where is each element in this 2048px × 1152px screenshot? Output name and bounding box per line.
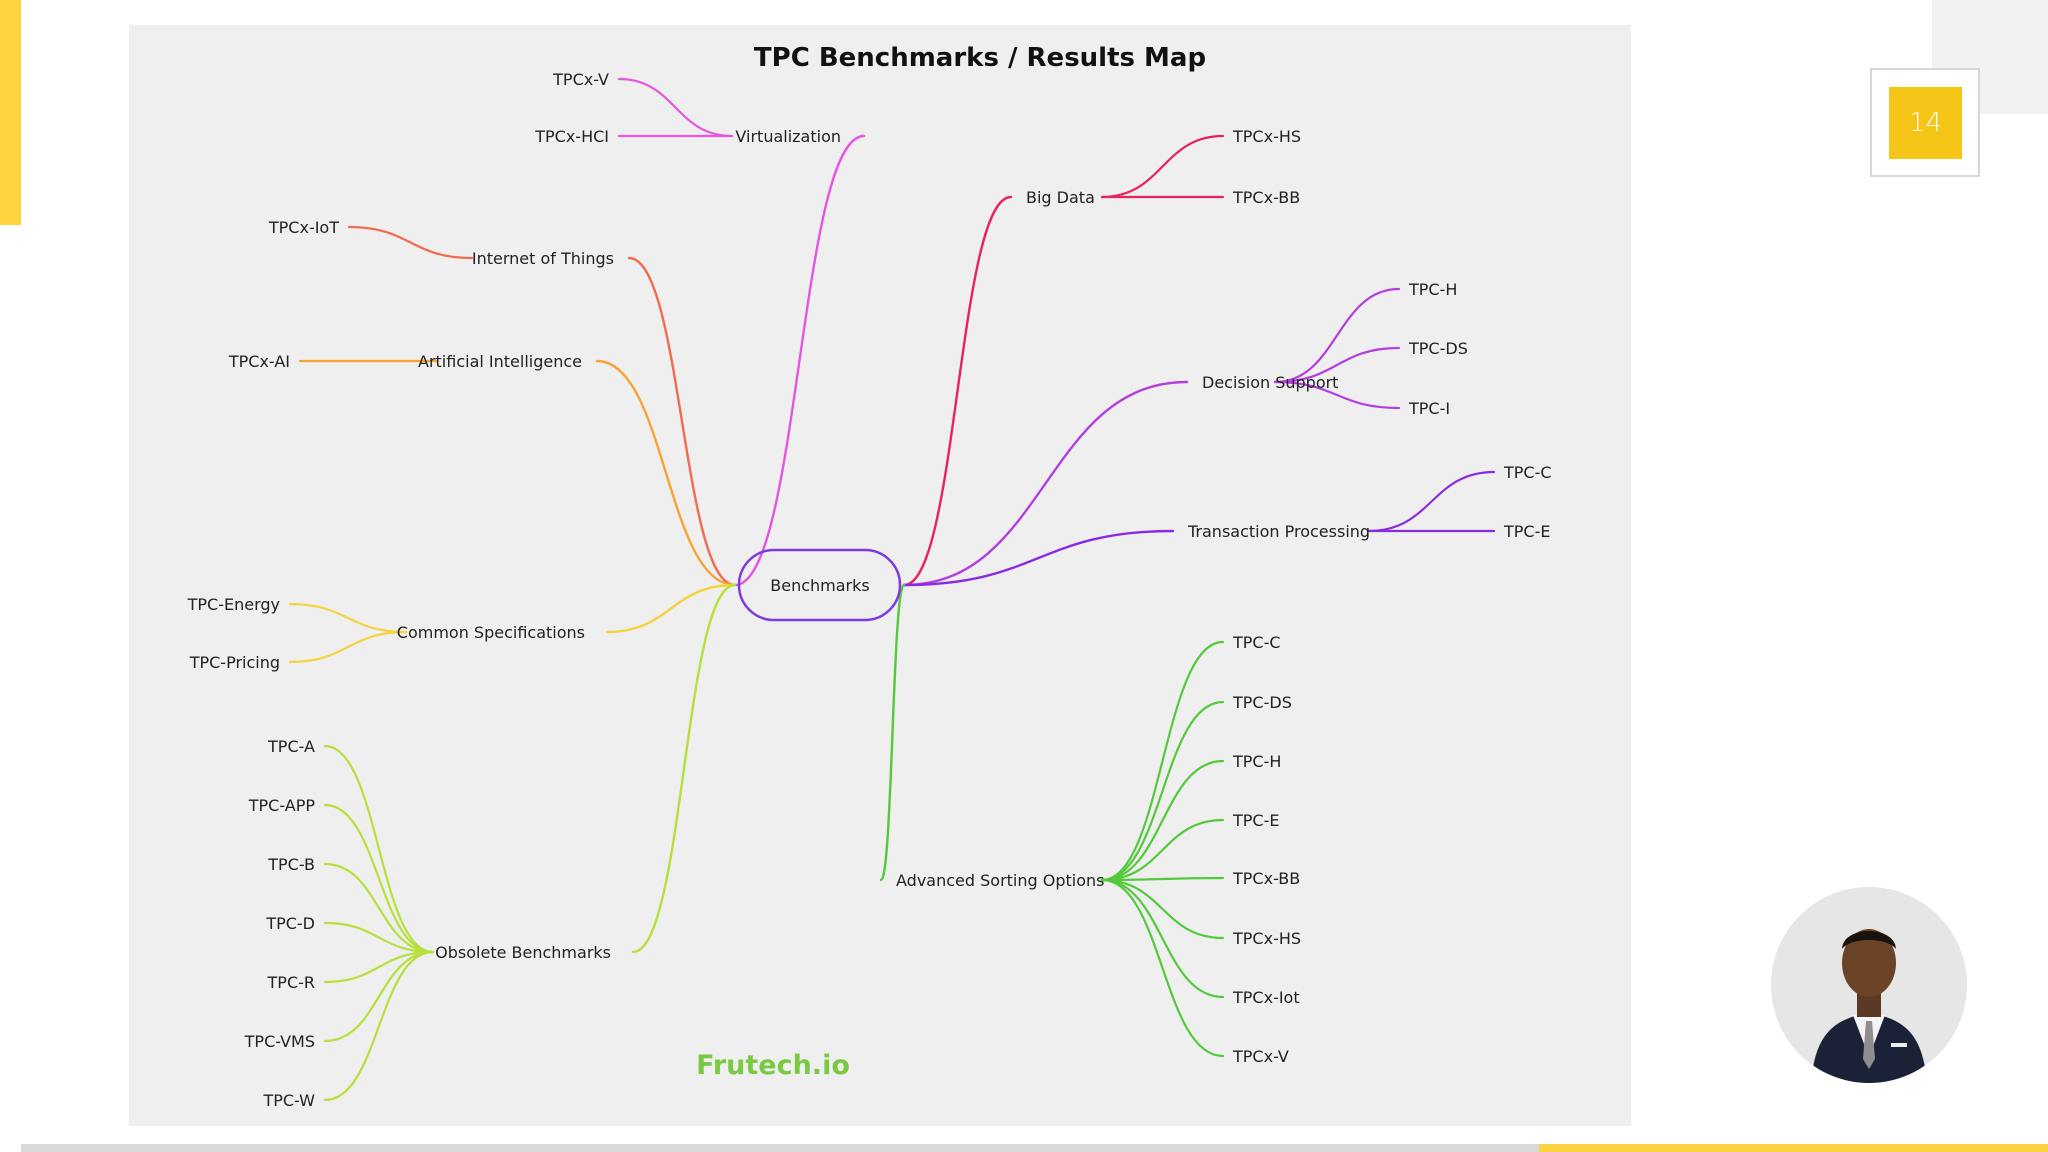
leaf-label-tpcx-hs: TPCx-HS [1232,929,1301,948]
watermark-text: Frutech.io [696,1050,850,1081]
leaf-line-obsolete-benchmarks-tpc-a [323,744,435,954]
branch-line-advanced-sorting-options [879,583,906,882]
leaf-label-tpcx-ai: TPCx-AI [228,352,290,371]
leaf-line-advanced-sorting-options-tpc-ds [1100,700,1225,882]
mind-map: TPC Benchmarks / Results Map Benchmarks … [187,43,1552,1110]
leaf-line-advanced-sorting-options-tpcx-hs [1100,878,1225,940]
branch-label-transaction-processing: Transaction Processing [1187,522,1370,541]
leaf-label-tpc-h: TPC-H [1408,280,1457,299]
branch-line-artificial-intelligence [595,359,737,587]
leaf-line-advanced-sorting-options-tpc-c [1100,640,1225,882]
branch-line-obsolete-benchmarks [631,583,737,954]
leaf-line-obsolete-benchmarks-tpc-vms [323,950,435,1043]
branch-line-internet-of-things [627,256,737,587]
leaf-label-tpc-a: TPC-A [267,737,315,756]
center-node-label: Benchmarks [770,576,869,595]
leaf-line-transaction-processing-tpc-c [1367,470,1496,533]
leaf-label-tpc-c: TPC-C [1503,463,1552,482]
progress-fill [1539,1144,2048,1152]
presenter-avatar [1771,887,1967,1083]
leaf-line-obsolete-benchmarks-tpc-app [323,803,435,954]
leaf-label-tpcx-iot: TPCx-Iot [1232,988,1300,1007]
leaf-label-tpc-h: TPC-H [1232,752,1281,771]
leaf-line-advanced-sorting-options-tpcx-iot [1100,878,1225,999]
leaf-label-tpc-ds: TPC-DS [1408,339,1468,358]
presenter-photo [1771,887,1967,1083]
branch-line-virtualization [733,134,866,587]
leaf-line-virtualization-tpcx-v [617,77,734,138]
leaf-label-tpc-ds: TPC-DS [1232,693,1292,712]
page-number-frame: 14 [1870,68,1980,177]
leaf-line-internet-of-things-tpcx-iot [347,225,474,260]
leaf-line-advanced-sorting-options-tpcx-v [1100,878,1225,1058]
branch-line-decision-support [902,380,1189,587]
accent-bar-left [0,0,21,225]
leaf-label-tpc-pricing: TPC-Pricing [189,653,280,672]
leaf-line-decision-support-tpc-i [1273,380,1401,410]
branch-label-common-specifications: Common Specifications [397,623,585,642]
branch-line-common-specifications [605,583,737,634]
mind-map-panel: TPC Benchmarks / Results Map Benchmarks … [129,25,1631,1126]
leaf-label-tpc-c: TPC-C [1232,633,1281,652]
center-node-box [737,548,902,622]
leaf-line-big-data-tpcx-hs [1100,134,1225,199]
branch-label-big-data: Big Data [1026,188,1095,207]
progress-track [21,1144,1539,1152]
leaf-label-tpc-e: TPC-E [1232,811,1279,830]
leaf-line-obsolete-benchmarks-tpc-d [323,921,435,954]
leaf-line-obsolete-benchmarks-tpc-w [323,950,435,1102]
leaf-label-tpc-energy: TPC-Energy [187,595,280,614]
leaf-label-tpc-d: TPC-D [265,914,315,933]
map-title: TPC Benchmarks / Results Map [754,43,1206,73]
leaf-line-obsolete-benchmarks-tpc-r [323,950,435,984]
leaf-label-tpcx-v: TPCx-V [1232,1047,1289,1066]
branch-label-decision-support: Decision Support [1202,373,1338,392]
leaf-line-common-specifications-tpc-energy [288,602,408,634]
leaf-line-advanced-sorting-options-tpcx-bb [1100,876,1225,882]
leaf-line-decision-support-tpc-h [1273,287,1401,384]
branch-label-virtualization: Virtualization [735,127,841,146]
leaf-label-tpcx-iot: TPCx-IoT [268,218,339,237]
leaf-label-tpc-vms: TPC-VMS [244,1032,315,1051]
leaf-line-advanced-sorting-options-tpc-e [1100,818,1225,882]
leaf-label-tpc-app: TPC-APP [248,796,316,815]
leaf-label-tpcx-v: TPCx-V [552,70,609,89]
leaf-label-tpc-b: TPC-B [267,855,315,874]
page-number-badge: 14 [1889,87,1962,159]
branch-label-internet-of-things: Internet of Things [472,249,614,268]
leaf-label-tpc-w: TPC-W [262,1091,315,1110]
leaf-label-tpcx-bb: TPCx-BB [1232,188,1300,207]
leaf-line-common-specifications-tpc-pricing [288,630,408,664]
leaf-label-tpcx-hs: TPCx-HS [1232,127,1301,146]
branch-label-obsolete-benchmarks: Obsolete Benchmarks [435,943,611,962]
leaf-line-decision-support-tpc-ds [1273,346,1401,384]
leaf-label-tpcx-bb: TPCx-BB [1232,869,1300,888]
leaf-label-tpcx-hci: TPCx-HCI [534,127,609,146]
leaf-label-tpc-e: TPC-E [1503,522,1550,541]
leaf-label-tpc-i: TPC-I [1408,399,1450,418]
leaf-label-tpc-r: TPC-R [267,973,315,992]
branch-label-artificial-intelligence: Artificial Intelligence [418,352,582,371]
branch-line-transaction-processing [902,529,1175,587]
branch-label-advanced-sorting-options: Advanced Sorting Options [896,871,1104,890]
leaf-line-obsolete-benchmarks-tpc-b [323,862,435,954]
leaf-line-advanced-sorting-options-tpc-h [1100,759,1225,882]
connector-lines [288,77,1496,1102]
branch-line-big-data [902,195,1013,587]
